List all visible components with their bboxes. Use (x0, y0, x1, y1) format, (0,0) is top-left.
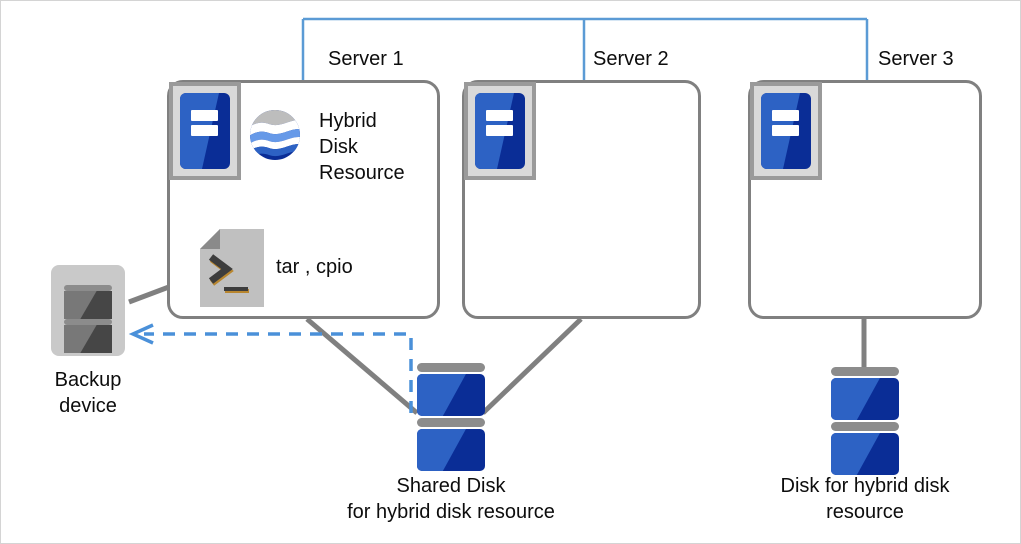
globe-icon (249, 109, 301, 161)
backup-device-icon (51, 265, 125, 356)
server-chassis (475, 93, 525, 169)
interconnect-network (301, 17, 869, 81)
connector-server2-shared-disk (481, 317, 583, 415)
server-slot-bar (191, 124, 218, 136)
server-1-label: Server 1 (328, 48, 404, 70)
connector-server1-shared-disk (305, 317, 419, 415)
backup-device-label-line-1: Backup (54, 369, 122, 391)
server3-disk-icon (831, 367, 899, 477)
server-chassis (761, 93, 811, 169)
backup-disk-plate (64, 325, 112, 353)
disk-cap (831, 422, 899, 431)
backup-data-flow-arrow (128, 323, 413, 413)
disk-plate (417, 429, 485, 471)
hybrid-disk-resource-line-1: Hybrid (319, 110, 377, 132)
server-1-computer-icon (169, 82, 241, 180)
backup-disk-cap (64, 319, 112, 325)
hybrid-disk-resource-line-3: Resource (319, 162, 405, 184)
server-slot-bar (486, 124, 513, 136)
disk-plate (831, 378, 899, 420)
server3-disk-label-line-1: Disk for hybrid disk (780, 475, 950, 497)
backup-disk-plate (64, 291, 112, 319)
disk-cap (417, 363, 485, 372)
script-file-icon (200, 229, 264, 307)
shared-disk-icon (417, 363, 485, 473)
disk-cap (417, 418, 485, 427)
server-2-computer-icon (464, 82, 536, 180)
server-chassis (180, 93, 230, 169)
disk-plate (417, 374, 485, 416)
backup-arrow-path (144, 332, 413, 413)
server-slot-bar (772, 109, 799, 121)
backup-arrow-head (128, 323, 154, 345)
server-3-label: Server 3 (878, 48, 954, 70)
server3-disk-label-line-2: resource (826, 501, 904, 523)
shared-disk-label-line-1: Shared Disk (396, 475, 506, 497)
disk-plate (831, 433, 899, 475)
server-slot-bar (191, 109, 218, 121)
hybrid-disk-resource-line-2: Disk (319, 136, 358, 158)
shared-disk-label-line-2: for hybrid disk resource (347, 501, 555, 523)
backup-device-label-line-2: device (59, 395, 117, 417)
disk-cap (831, 367, 899, 376)
server-slot-bar (486, 109, 513, 121)
backup-disk-cap (64, 285, 112, 291)
server-2-label: Server 2 (593, 48, 669, 70)
script-label: tar , cpio (276, 256, 353, 278)
server-3-computer-icon (750, 82, 822, 180)
server-slot-bar (772, 124, 799, 136)
